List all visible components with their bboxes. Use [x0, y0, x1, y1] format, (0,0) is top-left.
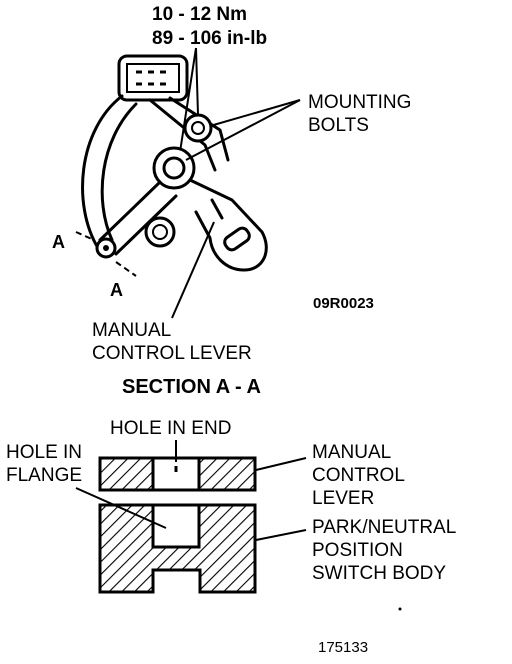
switch-body-label: PARK/NEUTRAL	[312, 517, 456, 538]
mounting-bolts-label-line2: BOLTS	[308, 115, 369, 136]
section-title: SECTION A - A	[122, 376, 261, 398]
lever-label: MANUAL	[312, 442, 391, 463]
switch-assembly-illustration	[75, 47, 268, 319]
cross-section-drawing	[98, 456, 257, 594]
manual-control-lever-label-line2: CONTROL LEVER	[92, 343, 252, 364]
mounting-bolt-upper-icon	[183, 113, 213, 143]
torque-imperial-label: 89 - 106 in-lb	[152, 28, 267, 49]
switch-body-cross-section	[98, 503, 257, 594]
lever-pivot-icon	[152, 146, 196, 190]
hole-in-flange-label: HOLE IN	[6, 442, 82, 463]
torque-metric-label: 10 - 12 Nm	[152, 4, 247, 25]
hole-in-end-label: HOLE IN END	[110, 418, 231, 439]
connector-icon	[117, 54, 189, 102]
manual-control-lever-label: MANUAL	[92, 320, 171, 341]
section-marker-a-bottom: A	[110, 280, 123, 300]
section-marker-a-left: A	[52, 232, 65, 252]
switch-body-label-line2: POSITION	[312, 540, 403, 561]
lever-label-line3: LEVER	[312, 488, 374, 509]
switch-body-label-line3: SWITCH BODY	[312, 563, 446, 584]
figure-code-label: 09R0023	[313, 295, 374, 312]
lever-cross-section	[98, 456, 257, 492]
mounting-bolt-lower-icon	[144, 216, 176, 248]
hole-in-flange-label-line2: FLANGE	[6, 465, 82, 486]
bottom-figure-code: 175133	[318, 639, 368, 656]
mounting-bolts-label: MOUNTING	[308, 92, 411, 113]
lever-label-line2: CONTROL	[312, 465, 405, 486]
